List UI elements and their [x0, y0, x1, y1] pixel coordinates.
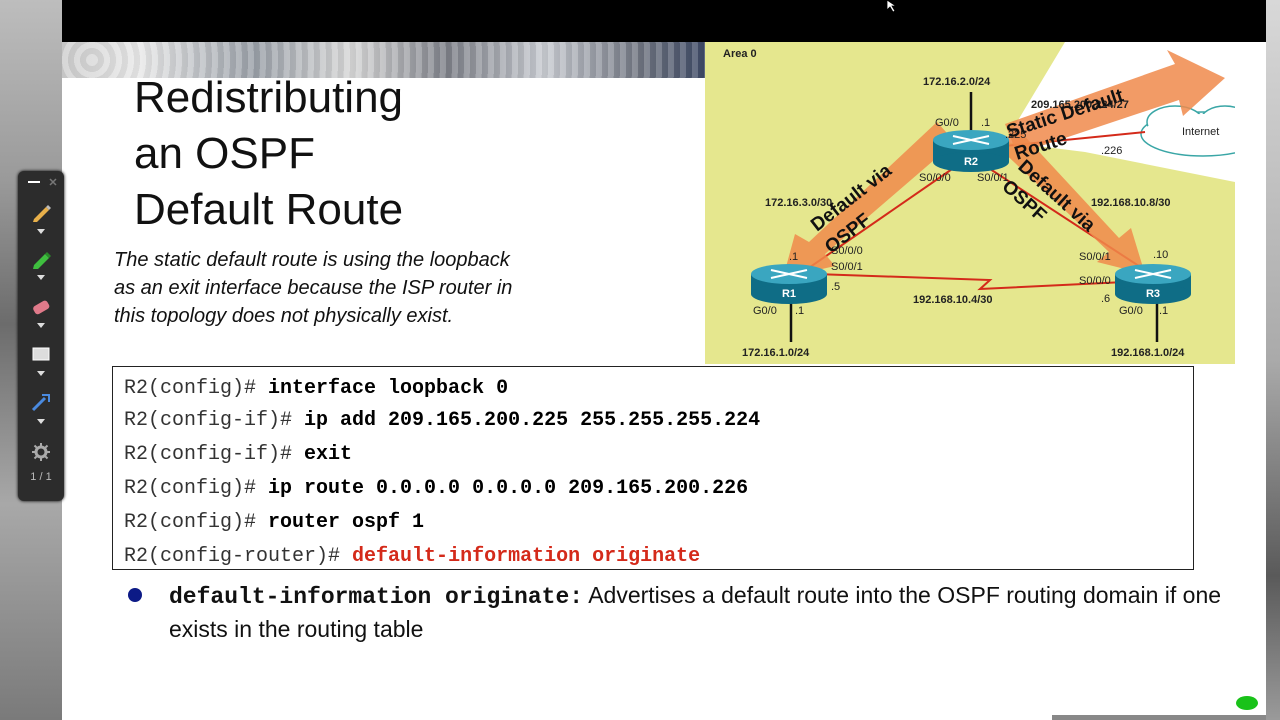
chevron-down-icon[interactable]: [37, 229, 45, 234]
slide-header-banner: [62, 42, 705, 78]
cli-prompt: R2(config-if)#: [124, 443, 305, 466]
presentation-slide: Redistributing an OSPF Default Route The…: [62, 42, 1266, 720]
network-label: 172.16.3.0/30: [765, 197, 832, 209]
router-r1-icon: [751, 264, 827, 304]
title-line: an OSPF: [134, 129, 315, 178]
page-indicator: 1 / 1: [30, 471, 52, 483]
interface-label: S0/0/0: [919, 172, 951, 184]
interface-label: G0/0: [753, 305, 777, 317]
pen-icon[interactable]: [30, 201, 52, 223]
interface-label: .5: [831, 281, 840, 293]
slide-title: Redistributing an OSPF Default Route: [134, 70, 554, 238]
cli-command: ip add 209.165.200.225 255.255.255.224: [304, 409, 761, 432]
router-r3-label: R3: [1146, 288, 1160, 300]
cli-command: interface loopback 0: [268, 377, 509, 400]
bullet-description: Advertises a default route into the OSPF…: [169, 582, 1222, 642]
router-r1-label: R1: [782, 288, 796, 300]
interface-label: .1: [981, 117, 990, 129]
settings-icon[interactable]: [30, 441, 52, 463]
interface-label: .1: [1159, 305, 1168, 317]
annotation-toolbar: 1 / 1: [18, 171, 64, 501]
window-top-bar: [62, 0, 1266, 42]
bullet-term: default-information originate: [169, 584, 570, 610]
cli-line: R2(config-router)# default-information o…: [124, 545, 700, 568]
area-label: Area 0: [723, 48, 757, 60]
network-label: 192.168.10.8/30: [1091, 197, 1171, 209]
status-indicator-icon: [1236, 696, 1258, 710]
shape-icon[interactable]: [30, 343, 52, 365]
cli-prompt: R2(config-router)#: [124, 545, 353, 568]
cli-config-box: R2(config)# interface loopback 0 R2(conf…: [112, 366, 1194, 570]
router-r2-label: R2: [964, 156, 978, 168]
network-label: 192.168.1.0/24: [1111, 347, 1185, 359]
left-ospf-arrow: [783, 122, 955, 278]
bullet-separator: :: [569, 584, 584, 610]
bullet-text: default-information originate: Advertise…: [169, 579, 1259, 645]
cli-prompt: R2(config)#: [124, 377, 269, 400]
bullet-icon: [128, 588, 142, 602]
cli-prompt: R2(config)#: [124, 511, 269, 534]
cli-command: ip route 0.0.0.0 0.0.0.0 209.165.200.226: [268, 477, 749, 500]
topology-svg: Internet R2: [723, 42, 1235, 359]
eraser-icon[interactable]: [30, 295, 52, 317]
desktop-background-right: [1266, 0, 1280, 720]
chevron-down-icon[interactable]: [37, 371, 45, 376]
router-r3-icon: [1115, 264, 1191, 304]
cli-command-highlighted: default-information originate: [352, 545, 701, 568]
right-ospf-arrow: [997, 128, 1145, 274]
cli-command: exit: [304, 443, 353, 466]
internet-label: Internet: [1182, 126, 1219, 138]
cli-line: R2(config)# router ospf 1: [124, 511, 424, 534]
r1-r3-link: [814, 273, 1126, 291]
interface-label: .6: [1101, 293, 1110, 305]
chevron-down-icon[interactable]: [37, 323, 45, 328]
toolbar-minimize-icon[interactable]: [24, 177, 58, 187]
progress-track: [1052, 715, 1266, 720]
ospf-topology-diagram: Internet R2: [705, 42, 1235, 364]
interface-label: S0/0/1: [1079, 251, 1111, 263]
pointer-icon[interactable]: [30, 391, 52, 413]
interface-label: S0/0/0: [1079, 275, 1111, 287]
static-default-arrow: [1005, 50, 1225, 154]
cli-line: R2(config)# ip route 0.0.0.0 0.0.0.0 209…: [124, 477, 748, 500]
interface-label: G0/0: [935, 117, 959, 129]
router-r2-icon: [933, 130, 1009, 172]
network-label: 209.165.200.224/27: [1031, 99, 1129, 111]
slide-note: The static default route is using the lo…: [114, 249, 513, 327]
chevron-down-icon[interactable]: [37, 275, 45, 280]
interface-label: .226: [1101, 145, 1122, 157]
cli-prompt: R2(config-if)#: [124, 409, 305, 432]
highlighter-icon[interactable]: [30, 247, 52, 269]
cli-prompt: R2(config)#: [124, 477, 269, 500]
interface-label: .225: [1005, 129, 1026, 141]
cli-line: R2(config)# interface loopback 0: [124, 377, 508, 400]
network-label: 172.16.2.0/24: [923, 76, 991, 88]
cli-command: router ospf 1: [268, 511, 425, 534]
internet-cloud-icon: [1140, 105, 1235, 157]
interface-label: .1: [795, 305, 804, 317]
network-label: 192.168.10.4/30: [913, 294, 993, 306]
network-label: 172.16.1.0/24: [742, 347, 810, 359]
interface-label: S0/0/1: [831, 261, 863, 273]
cli-line: R2(config-if)# exit: [124, 443, 352, 466]
mouse-cursor-icon: [887, 0, 897, 12]
interface-label: .1: [789, 251, 798, 263]
chevron-down-icon[interactable]: [37, 419, 45, 424]
interface-label: S0/0/0: [831, 245, 863, 257]
interface-label: G0/0: [1119, 305, 1143, 317]
interface-label: S0/0/1: [977, 172, 1009, 184]
cli-line: R2(config-if)# ip add 209.165.200.225 25…: [124, 409, 760, 432]
title-line: Redistributing: [134, 73, 404, 122]
title-line: Default Route: [134, 185, 404, 234]
interface-label: .10: [1153, 249, 1168, 261]
